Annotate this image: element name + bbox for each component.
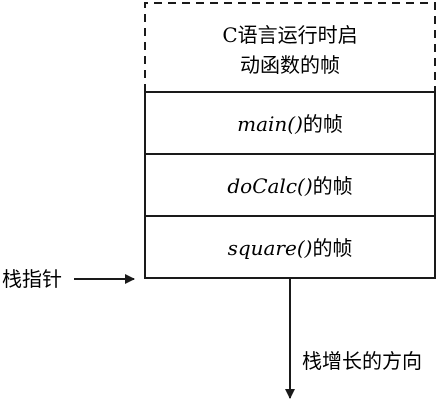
frame-square-func: square() bbox=[228, 236, 313, 260]
growth-direction: 栈增长的方向 bbox=[285, 278, 422, 399]
frame-main: main()的帧 bbox=[144, 91, 436, 155]
frame-runtime-label-line1: C语言运行时启 bbox=[222, 23, 357, 47]
frame-docalc: doCalc()的帧 bbox=[144, 153, 436, 217]
growth-direction-label: 栈增长的方向 bbox=[302, 349, 422, 373]
frame-docalc-label: doCalc()的帧 bbox=[227, 174, 352, 198]
frame-square-suffix: 的帧 bbox=[312, 236, 352, 260]
frame-runtime-startup: C语言运行时启 动函数的帧 bbox=[144, 2, 436, 92]
stack-pointer: 栈指针 bbox=[2, 267, 135, 291]
stack-pointer-label: 栈指针 bbox=[2, 267, 62, 291]
frame-docalc-func: doCalc() bbox=[227, 174, 312, 198]
frame-runtime-label-line2: 动函数的帧 bbox=[240, 53, 340, 77]
frame-square-label: square()的帧 bbox=[228, 236, 353, 260]
frame-main-func: main() bbox=[237, 112, 303, 136]
frame-square: square()的帧 bbox=[144, 215, 436, 279]
frame-docalc-suffix: 的帧 bbox=[313, 174, 353, 198]
frame-main-label: main()的帧 bbox=[237, 112, 343, 136]
frame-main-suffix: 的帧 bbox=[303, 112, 343, 136]
